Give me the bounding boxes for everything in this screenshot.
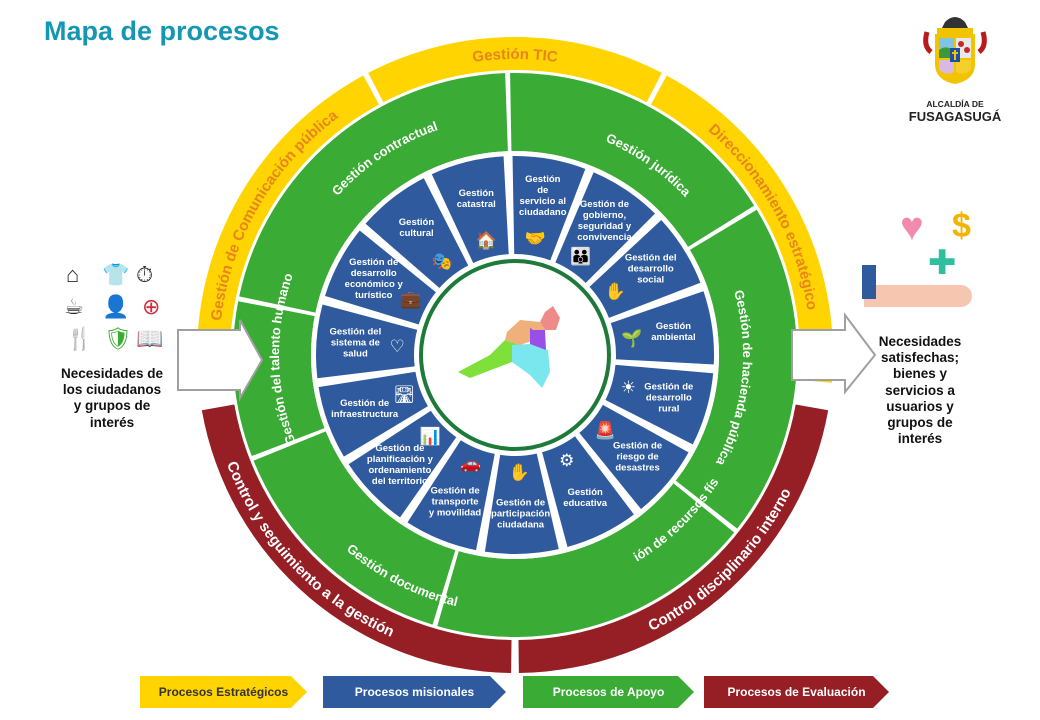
missional-label: Gestión educativa (563, 486, 608, 509)
missional-segment[interactable] (345, 408, 460, 521)
missional-segment[interactable] (482, 451, 562, 556)
theater-masks-icon: 🎭 (431, 252, 453, 271)
raised-hand-icon: ✋ (508, 462, 530, 482)
dollar-icon: $ (952, 207, 971, 245)
missional-label: Gestión de desarrollo rural (644, 381, 694, 415)
person-icon: 👤 (102, 294, 130, 319)
missional-segment[interactable] (316, 369, 431, 460)
house-document-icon: 🏠 (475, 230, 498, 250)
missional-label: Gestión del desarrollo social (624, 252, 677, 286)
missional-segment[interactable] (586, 217, 704, 321)
legend-evaluation: Procesos de Evaluación (704, 676, 889, 708)
missional-segment[interactable] (552, 169, 658, 286)
missional-segment[interactable] (539, 433, 637, 550)
heart-icon: ♥ (900, 205, 924, 249)
support-segment[interactable] (675, 209, 797, 529)
coat-of-arms-icon (923, 17, 987, 84)
missional-segment[interactable] (576, 402, 692, 512)
chart-document-icon: 📊 (419, 426, 441, 446)
head-gear-icon: ⚙ (559, 451, 575, 471)
strategic-segment[interactable] (368, 37, 662, 103)
support-segment[interactable] (233, 301, 325, 457)
legend-missional: Procesos misionales (323, 676, 506, 708)
helping-hands-icon: ✋ (604, 282, 626, 302)
support-segment[interactable] (510, 73, 755, 247)
support-segment[interactable] (437, 483, 735, 637)
shirt-icon: 👕 (102, 262, 130, 287)
clock-icon: ⏱ (136, 262, 154, 287)
input-arrow (177, 319, 264, 402)
missional-label: Gestión de transporte y movilidad (428, 485, 482, 519)
plant-hand-icon: 🌱 (621, 328, 643, 348)
field-sun-icon: ☀ (620, 377, 637, 397)
output-arrow (791, 312, 877, 395)
missional-label: Gestión de infraestructura (331, 397, 399, 420)
support-segment[interactable] (239, 73, 508, 313)
missional-segment[interactable] (602, 362, 716, 448)
missional-segment[interactable] (510, 154, 588, 263)
logo-line-1: ALCALDÍA DE (926, 99, 984, 109)
sleeve-icon (862, 265, 876, 299)
open-hand-icon (864, 285, 972, 307)
missional-label: Gestión de gobierno, seguridad y convive… (577, 199, 632, 244)
missional-segment[interactable] (608, 288, 716, 367)
satisfied-needs-icon: ♥ $ ✚ (860, 205, 980, 325)
strategic-tic-label: Gestión TIC (471, 46, 558, 66)
briefcase-icon: 💼 (400, 289, 422, 309)
input-needs-text: Necesidades de los ciudadanos y grupos d… (60, 366, 164, 430)
page-title: Mapa de procesos (44, 16, 280, 46)
missional-label: Gestión del sistema de salud (329, 326, 382, 360)
missional-segment[interactable] (429, 154, 511, 266)
missional-label: Gestión cultural (398, 216, 435, 239)
missional-label: Gestión ambiental (651, 320, 696, 343)
book-icon: 📖 (136, 326, 164, 351)
car-pin-icon: 🚗 (460, 454, 482, 474)
logo-line-2: FUSAGASUGÁ (908, 109, 1002, 124)
output-needs-text: Necesidades satisfechas; bienes y servic… (878, 334, 962, 447)
missional-segment[interactable] (404, 437, 498, 553)
municipal-logo: ALCALDÍA DE FUSAGASUGÁ (905, 12, 1005, 124)
alarm-icon: 🚨 (594, 420, 616, 440)
missional-label: Gestión catastral (456, 187, 496, 210)
missional-label: Gestión de riesgo de desastres (613, 440, 663, 474)
evaluation-segment[interactable] (518, 404, 829, 673)
heart-plus-icon: ♡ (389, 336, 405, 356)
citizen-needs-icons: ⌂ 👕 ⏱ ☕ 👤 ⊕ 🍴 🛡 📖 (62, 262, 172, 362)
missional-ring (314, 154, 716, 556)
municipality-map (458, 306, 560, 388)
handshake-icon: 🤝 (524, 228, 547, 248)
shield-check-icon: 🛡 (104, 326, 132, 351)
cup-icon: ☕ (64, 294, 84, 319)
family-icon: 👪 (570, 247, 592, 267)
missional-label: Gestión de planificación y ordenamiento … (366, 443, 433, 488)
support-segment[interactable] (253, 431, 456, 625)
missional-segment[interactable] (322, 227, 439, 328)
evaluation-segment[interactable] (201, 404, 512, 673)
legend-support: Procesos de Apoyo (523, 676, 694, 708)
fork-knife-icon: 🍴 (66, 326, 94, 351)
missional-label: Gestión de servicio al ciudadano (519, 174, 567, 219)
missional-label: Gestión de desarrollo económico y turíst… (344, 257, 403, 301)
health-plus-icon: ⊕ (142, 294, 161, 319)
missional-label: Gestión de participación ciudadana (491, 497, 551, 531)
missional-segment[interactable] (362, 175, 471, 291)
legend-strategic: Procesos Estratégicos (140, 676, 307, 708)
house-icon: ⌂ (66, 262, 80, 287)
missional-segment[interactable] (314, 302, 420, 381)
road-icon: 🛣 (393, 385, 415, 405)
plus-icon: ✚ (928, 244, 957, 282)
strategic-tic-label-text: Gestión TIC (471, 46, 558, 66)
